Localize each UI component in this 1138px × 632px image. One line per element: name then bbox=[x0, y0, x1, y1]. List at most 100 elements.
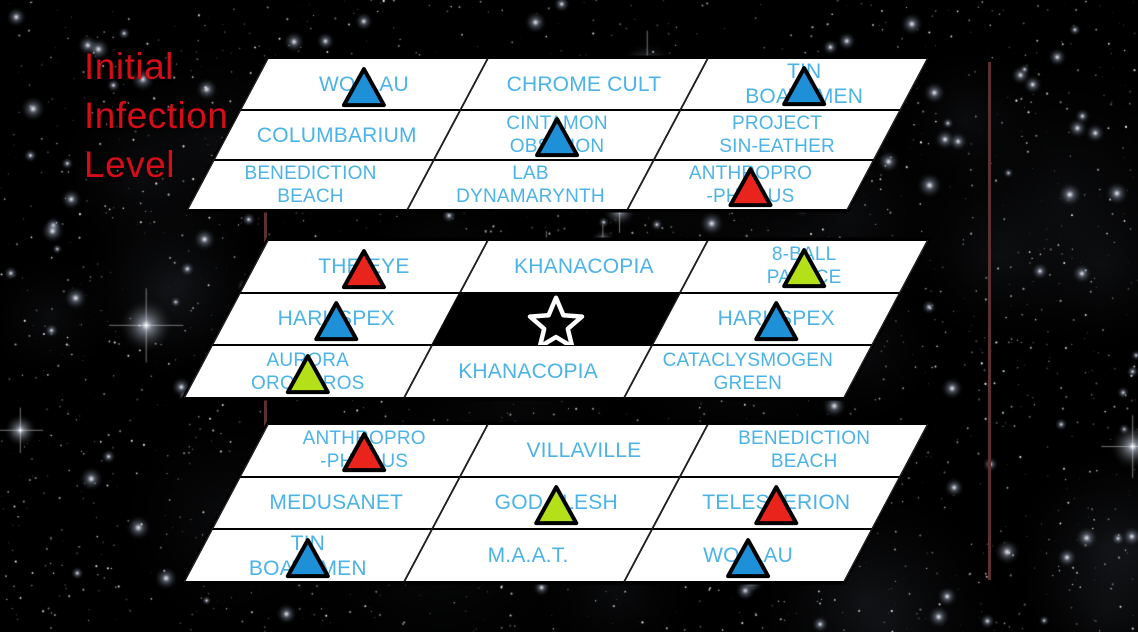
grid-cell[interactable]: CATACLYSMOGEN GREEN bbox=[623, 345, 872, 398]
grid-cell-content: M.A.A.T. bbox=[419, 543, 637, 568]
grid-cell-content: CHROME CULT bbox=[475, 72, 693, 97]
grid-cell-content: ANTHROPRO -PHAGUS bbox=[641, 162, 859, 208]
grid-cell-content: PROJECT SIN-EATHER bbox=[668, 112, 886, 158]
grid-cell-label: CINTAMON OBSIDION bbox=[506, 113, 608, 157]
grid-cell[interactable]: COLUMBARIUM bbox=[213, 110, 461, 160]
grid-cell-label: WOLLAU bbox=[319, 72, 410, 96]
triangle-marker-blue bbox=[725, 537, 771, 579]
grid-cell-label: CATACLYSMOGEN GREEN bbox=[662, 349, 834, 394]
grid-cell[interactable]: M.A.A.T. bbox=[403, 529, 652, 582]
triangle-marker-red bbox=[341, 247, 387, 289]
grid-cell-content: WOLLAU bbox=[639, 537, 857, 578]
grid-cell-content: CINTAMON OBSIDION bbox=[448, 112, 666, 158]
grid-cell[interactable]: HARUSPEX bbox=[211, 292, 461, 346]
grid-cell-label: KHANACOPIA bbox=[514, 254, 654, 278]
grid-cell-content: WOLLAU bbox=[255, 66, 473, 107]
triangle-marker-red bbox=[753, 484, 799, 526]
grid-cell[interactable] bbox=[431, 292, 681, 350]
grid-cell-label: COLUMBARIUM bbox=[257, 123, 417, 147]
triangle-marker-blue bbox=[313, 300, 359, 342]
grid-cell-label: M.A.A.T. bbox=[487, 544, 569, 568]
grid-cell-content: TELESTERION bbox=[667, 485, 885, 526]
grid-cell-label: ANTHROPRO -PHAGUS bbox=[302, 428, 426, 473]
grid-cell[interactable]: AURORA OROBOROS bbox=[183, 345, 432, 398]
grid-cell-label: WOLLAU bbox=[703, 544, 793, 568]
grid-cell-content: 8-BALL PALACE bbox=[695, 243, 913, 289]
grid-cell-label: ANTHROPRO -PHAGUS bbox=[688, 163, 813, 207]
grid-cell[interactable]: WOLLAU bbox=[240, 58, 488, 110]
grid-cell-label: TIN BOATSMEN bbox=[745, 60, 864, 108]
grid-cell-content: TIN BOATSMEN bbox=[695, 59, 913, 109]
grid-cell[interactable]: HARUSPEX bbox=[651, 292, 901, 346]
grid-cell-label: MEDUSANET bbox=[269, 491, 403, 515]
grid-cell-label: CHROME CULT bbox=[506, 72, 662, 96]
grid-cell[interactable]: MEDUSANET bbox=[211, 476, 461, 530]
bottom-layer-grid: ANTHROPRO -PHAGUS VILLAVILLE BENEDICTION B… bbox=[183, 424, 929, 582]
grid-cell[interactable]: WOLLAU bbox=[623, 529, 872, 582]
grid-cell-label: 8-BALL PALACE bbox=[766, 244, 842, 289]
grid-cell[interactable]: GOD FLESH bbox=[431, 476, 681, 530]
grid-cell-label: THE EYE bbox=[318, 254, 410, 278]
grid-cell-content: COLUMBARIUM bbox=[228, 123, 446, 148]
grid-cell-content: AURORA OROBOROS bbox=[199, 349, 417, 395]
grid-cell[interactable]: ANTHROPRO -PHAGUS bbox=[627, 160, 874, 210]
triangle-marker-green bbox=[781, 247, 827, 289]
triangle-marker-blue bbox=[753, 300, 799, 342]
grid-cell-label: BENEDICTION BEACH bbox=[244, 163, 377, 207]
grid-cell-content: TIN BOATSMEN bbox=[199, 531, 417, 581]
grid-cell-label: PROJECT SIN-EATHER bbox=[719, 113, 835, 157]
grid-cell-label: TELESTERION bbox=[701, 491, 851, 515]
grid-cell-content: ANTHROPRO -PHAGUS bbox=[255, 427, 473, 473]
grid-cell-label: TIN BOATSMEN bbox=[249, 531, 367, 580]
middle-layer: THE EYE KHANACOPIA 8-BALL PALACE HARUSPEX HA… bbox=[183, 240, 929, 398]
triangle-marker-blue bbox=[781, 65, 827, 107]
triangle-marker-red bbox=[727, 166, 773, 208]
grid-cell[interactable]: 8-BALL PALACE bbox=[680, 240, 928, 293]
grid-cell-label: HARUSPEX bbox=[717, 307, 835, 331]
grid-cell-label: KHANACOPIA bbox=[458, 360, 598, 384]
grid-cell-content: KHANACOPIA bbox=[475, 254, 693, 279]
bottom-layer: ANTHROPRO -PHAGUS VILLAVILLE BENEDICTION B… bbox=[183, 424, 929, 582]
grid-cell[interactable]: BENEDICTION BEACH bbox=[680, 424, 928, 477]
triangle-marker-red bbox=[341, 431, 387, 473]
grid-cell[interactable]: TIN BOATSMEN bbox=[680, 58, 928, 110]
grid-cell-label: HARUSPEX bbox=[277, 307, 395, 331]
grid-cell-content: HARUSPEX bbox=[667, 301, 885, 342]
triangle-marker-blue bbox=[534, 116, 580, 158]
grid-cell[interactable]: ANTHROPRO -PHAGUS bbox=[240, 424, 488, 477]
top-layer: WOLLAU CHROME CULT TIN BOATSMEN COLUMBARIUM… bbox=[187, 58, 928, 210]
triangle-marker-green bbox=[533, 484, 579, 526]
grid-cell[interactable]: CHROME CULT bbox=[460, 58, 708, 110]
grid-cell-content: CATACLYSMOGEN GREEN bbox=[639, 349, 857, 395]
triangle-marker-green bbox=[285, 353, 331, 395]
grid-cell-content: BENEDICTION BEACH bbox=[695, 427, 913, 473]
grid-cell[interactable]: CINTAMON OBSIDION bbox=[433, 110, 681, 160]
middle-layer-grid: THE EYE KHANACOPIA 8-BALL PALACE HARUSPEX HA… bbox=[183, 240, 929, 398]
grid-cell-label: BENEDICTION BEACH bbox=[737, 428, 871, 473]
grid-cell-content: THE EYE bbox=[255, 248, 473, 289]
grid-cell[interactable]: TIN BOATSMEN bbox=[183, 529, 432, 582]
grid-cell[interactable]: TELESTERION bbox=[651, 476, 901, 530]
grid-cell[interactable]: LAB DYNAMARYNTH bbox=[407, 160, 654, 210]
grid-cell-content: MEDUSANET bbox=[227, 490, 445, 515]
grid-cell-label: AURORA OROBOROS bbox=[251, 349, 365, 394]
grid-cell-label: LAB DYNAMARYNTH bbox=[456, 163, 605, 207]
grid-cell-label: GOD FLESH bbox=[494, 491, 618, 515]
star-marker bbox=[527, 294, 585, 350]
grid-cell[interactable]: THE EYE bbox=[240, 240, 488, 293]
grid-cell[interactable]: KHANACOPIA bbox=[460, 240, 708, 293]
layer-connector-right bbox=[988, 62, 991, 580]
grid-cell[interactable]: KHANACOPIA bbox=[403, 345, 652, 398]
grid-cell-content: BENEDICTION BEACH bbox=[201, 162, 419, 208]
grid-cell-content: LAB DYNAMARYNTH bbox=[421, 162, 639, 208]
grid-cell-content: KHANACOPIA bbox=[419, 359, 637, 384]
grid-cell[interactable]: BENEDICTION BEACH bbox=[187, 160, 434, 210]
top-layer-grid: WOLLAU CHROME CULT TIN BOATSMEN COLUMBARIUM… bbox=[187, 58, 928, 210]
grid-cell-content: HARUSPEX bbox=[227, 301, 445, 342]
grid-cell[interactable]: VILLAVILLE bbox=[460, 424, 708, 477]
grid-cell[interactable]: PROJECT SIN-EATHER bbox=[653, 110, 901, 160]
grid-cell-content: VILLAVILLE bbox=[475, 438, 693, 463]
triangle-marker-blue bbox=[285, 537, 331, 579]
grid-cell-label: VILLAVILLE bbox=[526, 438, 642, 462]
